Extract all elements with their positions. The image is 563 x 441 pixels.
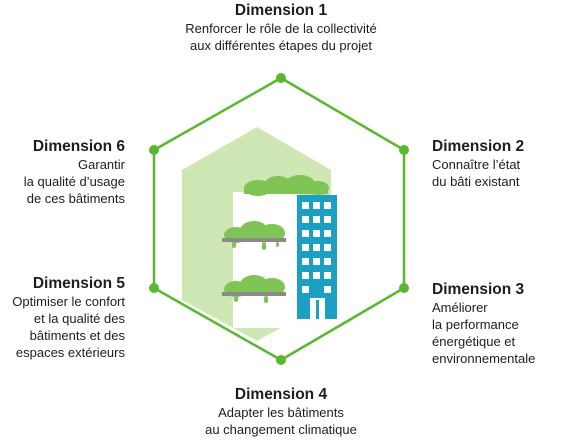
dimension-5-description: Optimiser le confort et la qualité des b… <box>12 294 125 360</box>
node-dimension-3 <box>399 283 409 293</box>
node-dimension-4 <box>276 355 286 365</box>
dimension-4-description: Adapter les bâtiments au changement clim… <box>205 405 357 437</box>
dimension-3-title: Dimension 3 <box>432 281 525 298</box>
dimension-1-description: Renforcer le rôle de la collectivité aux… <box>185 21 377 53</box>
dimension-2-title: Dimension 2 <box>432 138 525 155</box>
dimension-4-label: Dimension 4 Adapter les bâtiments au cha… <box>131 385 431 438</box>
dimension-1-title: Dimension 1 <box>234 2 328 19</box>
dimension-5-label: Dimension 5 Optimiser le confort et la q… <box>0 274 125 361</box>
dimension-1-label: Dimension 1 Renforcer le rôle de la coll… <box>131 1 431 54</box>
lower-balcony <box>222 275 286 303</box>
dimension-6-title: Dimension 6 <box>32 138 125 155</box>
node-dimension-2 <box>399 145 409 155</box>
dimension-6-description: Garantir la qualité d’usage de ces bâtim… <box>23 157 125 206</box>
upper-balcony <box>222 221 286 250</box>
dimension-4-title: Dimension 4 <box>234 386 328 403</box>
building-white-block <box>233 192 299 328</box>
dimension-2-label: Dimension 2 Connaître l’état du bâti exi… <box>432 137 562 190</box>
node-dimension-6 <box>149 145 159 155</box>
hexagon-nodes <box>149 73 409 365</box>
dimension-5-title: Dimension 5 <box>32 275 125 292</box>
node-dimension-1 <box>276 73 286 83</box>
dimension-6-label: Dimension 6 Garantir la qualité d’usage … <box>0 137 125 207</box>
tower-windows <box>302 202 331 293</box>
node-dimension-5 <box>149 283 159 293</box>
roof-garden <box>244 175 329 196</box>
dimension-3-description: Améliorer la performance énergétique et … <box>432 300 536 366</box>
building-illustration <box>222 175 337 328</box>
dimension-2-description: Connaître l’état du bâti existant <box>432 157 521 189</box>
dimension-3-label: Dimension 3 Améliorer la performance éne… <box>432 280 562 367</box>
